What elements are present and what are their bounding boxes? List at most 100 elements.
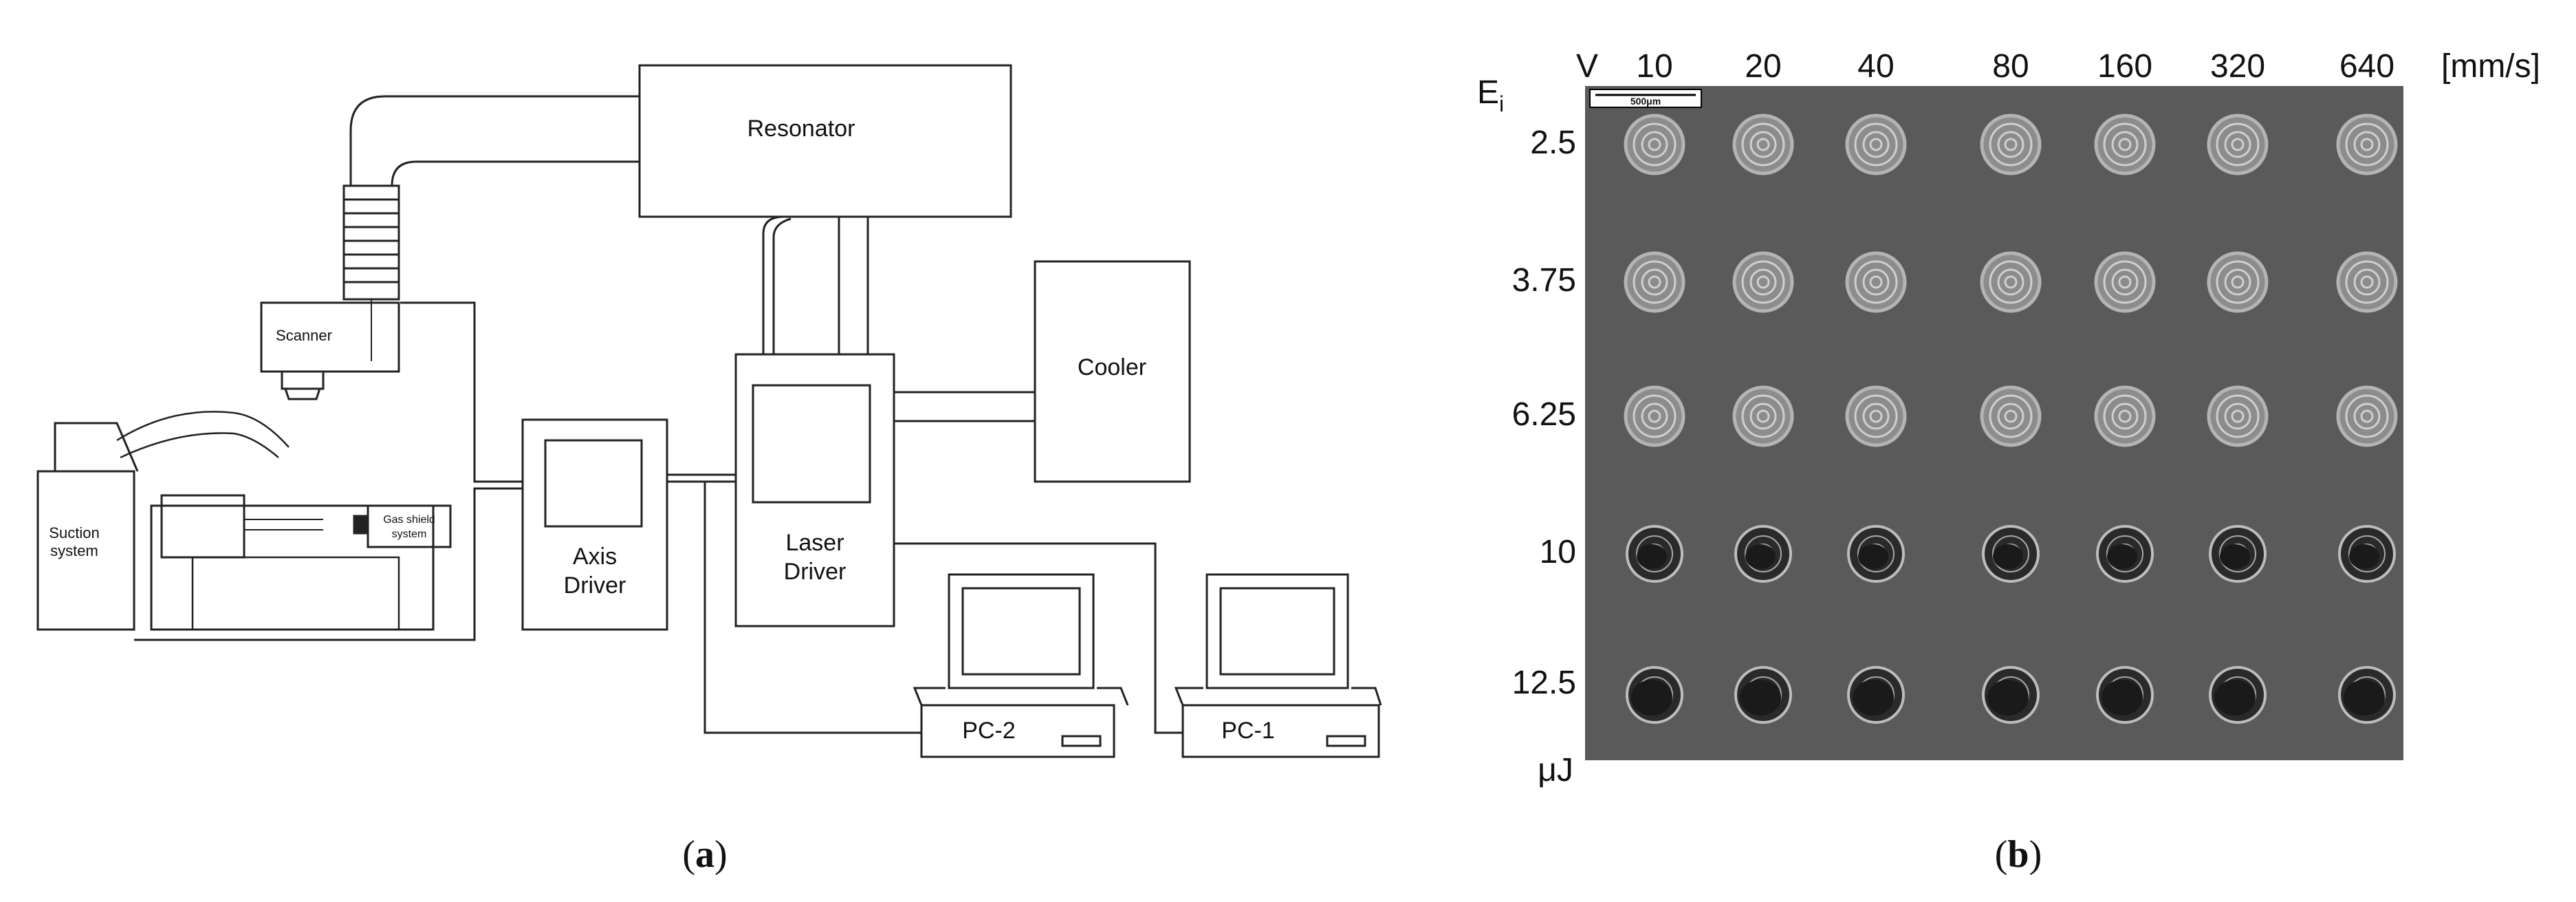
- scanner-cable: [400, 301, 523, 483]
- resonator-link: [762, 215, 869, 354]
- cooler-label: Cooler: [1078, 354, 1146, 380]
- ablation-crater: [2336, 385, 2398, 447]
- axis-driver-screen: [544, 439, 643, 528]
- ablation-crater: [1847, 525, 1905, 583]
- gas-shield-label-1: Gas shield: [383, 514, 435, 526]
- axis-driver-label-1: Axis: [573, 544, 617, 570]
- speed-label: 320: [2210, 48, 2265, 85]
- ablation-crater: [1732, 385, 1794, 447]
- laser-driver-screen: [752, 384, 871, 504]
- scale-bar-box: [1589, 89, 1702, 108]
- speed-axis-label: V: [1576, 48, 1598, 85]
- energy-label: 10: [1540, 534, 1576, 570]
- ablation-crater: [1980, 114, 2042, 175]
- scanner-head: [281, 372, 325, 400]
- ablation-crater: [2338, 525, 2396, 583]
- speed-labels: 10 20 40 80 160 320 640: [1636, 48, 2394, 85]
- cooler-pipes: [894, 391, 1035, 422]
- energy-label: 12.5: [1512, 665, 1576, 701]
- energy-label: 3.75: [1512, 262, 1576, 299]
- table-cable: [134, 487, 523, 641]
- pc2-label: PC-2: [962, 718, 1015, 744]
- pc2-cable: [667, 480, 921, 734]
- caption-b: (b): [1995, 833, 2042, 876]
- speed-label: 640: [2339, 48, 2394, 85]
- ablation-crater: [1734, 666, 1792, 724]
- work-table-inner: [191, 556, 400, 631]
- ablation-crater: [2338, 666, 2396, 724]
- pc2-monitor: [948, 573, 1095, 689]
- ablation-crater: [2096, 666, 2154, 724]
- ablation-crater: [1734, 525, 1792, 583]
- ablation-crater: [1732, 114, 1794, 175]
- speed-label: 10: [1636, 48, 1672, 85]
- crater-grid: [1624, 114, 2398, 724]
- scanner-box: [260, 301, 400, 373]
- panel-b-sem-matrix: 500μm V 10 20 40 80 160 320 640 [mm/s] Ei 2.5 3…: [1477, 48, 2540, 788]
- energy-unit-label: μJ: [1538, 752, 1573, 788]
- scale-bar-label: 500μm: [1630, 96, 1661, 107]
- laser-driver-box: [734, 353, 895, 627]
- ablation-crater: [2094, 114, 2156, 175]
- spindle-unit: [160, 494, 245, 559]
- panel-a-setup-diagram: Resonator Scanner Suction system Ga: [36, 64, 1382, 758]
- speed-label: 20: [1745, 48, 1781, 85]
- ablation-crater: [2207, 114, 2269, 175]
- energy-label: 2.5: [1530, 125, 1576, 161]
- suction-label-1: Suction: [49, 524, 99, 541]
- pc1-base: [1181, 704, 1380, 758]
- ablation-crater: [1982, 525, 2040, 583]
- scanner-label: Scanner: [276, 327, 332, 344]
- cooler-box: [1034, 260, 1191, 483]
- ablation-crater: [1624, 385, 1685, 447]
- ablation-crater: [1845, 385, 1907, 447]
- laser-driver-label-2: Driver: [784, 559, 847, 585]
- speed-label: 160: [2097, 48, 2152, 85]
- ablation-crater: [1732, 251, 1794, 313]
- gas-shield-box: [367, 504, 452, 548]
- speed-label: 80: [1992, 48, 2029, 85]
- caption-a: (a): [682, 833, 727, 876]
- suction-hose: [116, 411, 290, 459]
- pc1-monitor: [1205, 573, 1349, 689]
- ablation-crater: [1845, 251, 1907, 313]
- ablation-crater: [2209, 666, 2267, 724]
- speed-unit-label: [mm/s]: [2441, 48, 2540, 85]
- spindle-shaft: [244, 519, 323, 530]
- suction-box: [36, 470, 135, 631]
- pc1-cable: [894, 542, 1183, 734]
- bellows: [342, 184, 400, 301]
- ablation-crater: [2336, 251, 2398, 313]
- ablation-crater: [2336, 114, 2398, 175]
- ablation-crater: [1980, 385, 2042, 447]
- ablation-crater: [2209, 525, 2267, 583]
- energy-label: 6.25: [1512, 396, 1576, 433]
- ablation-crater: [1980, 251, 2042, 313]
- laser-driver-label-1: Laser: [785, 530, 844, 556]
- energy-axis-label: Ei: [1477, 74, 1504, 116]
- suction-label-2: system: [50, 542, 98, 559]
- energy-labels: 2.5 3.75 6.25 10 12.5: [1512, 125, 1576, 701]
- gas-shield-label-2: system: [392, 528, 427, 540]
- ablation-crater: [2207, 251, 2269, 313]
- ablation-crater: [1626, 525, 1683, 583]
- speed-label: 40: [1857, 48, 1894, 85]
- ablation-crater: [1847, 666, 1905, 724]
- ablation-crater: [2096, 525, 2154, 583]
- pc1-label: PC-1: [1221, 718, 1274, 744]
- ablation-crater: [2207, 385, 2269, 447]
- pc2-base: [920, 704, 1115, 758]
- suction-hood: [54, 422, 139, 472]
- ablation-crater: [1624, 114, 1685, 175]
- ablation-crater: [1626, 666, 1683, 724]
- ablation-crater: [1624, 251, 1685, 313]
- ablation-crater: [2094, 385, 2156, 447]
- ablation-crater: [1982, 666, 2040, 724]
- resonator-label: Resonator: [747, 116, 855, 142]
- ablation-crater: [1845, 114, 1907, 175]
- axis-driver-label-2: Driver: [564, 572, 626, 599]
- ablation-crater: [2094, 251, 2156, 313]
- beam-duct: [349, 95, 640, 186]
- axis-driver-box: [521, 418, 668, 631]
